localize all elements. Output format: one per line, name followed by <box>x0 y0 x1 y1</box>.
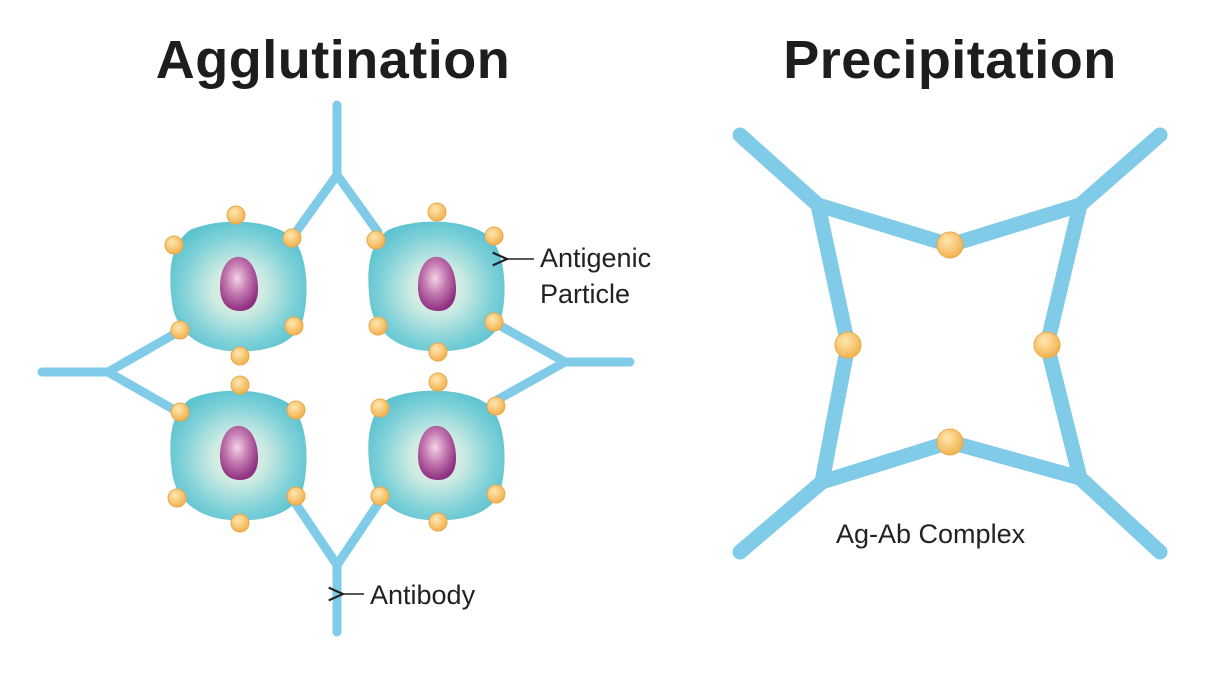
antibody-stem <box>732 474 830 560</box>
antibody-stem <box>1072 470 1168 560</box>
antibody-bottom <box>291 499 383 637</box>
antibody-right <box>492 319 635 405</box>
antigen-dots <box>834 231 1061 456</box>
antibody-label: Antibody <box>370 580 476 610</box>
antibody-arm <box>942 197 1088 253</box>
antigenic-particle-label: Antigenic <box>540 243 652 273</box>
antigen-dots <box>164 202 506 533</box>
antigenic-particle <box>170 221 307 352</box>
antigenic-particle <box>368 221 505 352</box>
antibody-stem <box>1072 127 1168 213</box>
antibody-arm <box>814 337 856 490</box>
antibody-arm <box>942 434 1088 486</box>
agglutination-diagram <box>37 100 635 637</box>
ag-ab-complex-label: Ag-Ab Complex <box>836 519 1026 549</box>
antigenic-particle <box>170 390 307 521</box>
antibody-arm <box>810 197 958 253</box>
antibody-arm <box>814 434 958 490</box>
precipitation-title: Precipitation <box>783 30 1117 90</box>
antibody-stem <box>732 127 826 213</box>
antibody-arm <box>1039 197 1088 353</box>
antibody-arm <box>810 197 856 353</box>
antigenic-particle <box>368 390 505 521</box>
antibody-arm <box>1039 337 1088 486</box>
antigenic-particle-label: Particle <box>540 279 631 309</box>
agglutination-title: Agglutination <box>155 30 511 90</box>
precipitation-diagram <box>732 127 1168 560</box>
antibody-left <box>37 327 183 417</box>
antibody-top <box>291 100 383 237</box>
